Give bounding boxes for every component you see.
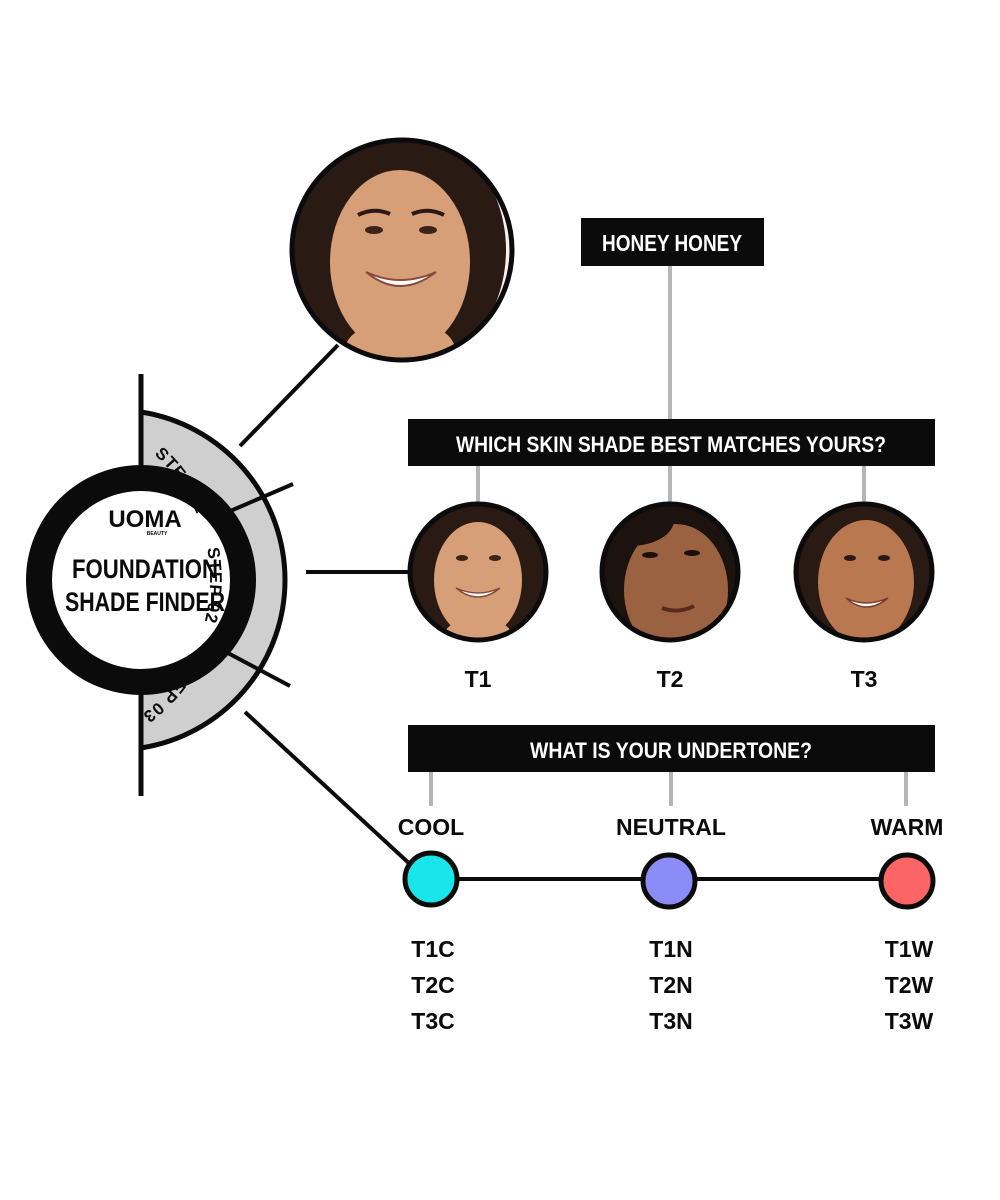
shade-option-frame xyxy=(407,501,549,643)
connector-step1 xyxy=(238,343,340,448)
shade-option-label: T2 xyxy=(657,666,684,692)
hub-title-line2: SHADE FINDER xyxy=(65,587,225,617)
hub-ring xyxy=(26,465,256,695)
shade-name: HONEY HONEY xyxy=(602,230,742,256)
undertone-warm[interactable]: WARM T1W T2W T3W xyxy=(871,814,944,1034)
step-02-textpath: STEP 02 xyxy=(201,546,224,626)
shade-option-t2[interactable]: T2 xyxy=(586,494,741,692)
undertone-code: T3C xyxy=(411,1008,454,1034)
connector-step3 xyxy=(243,710,414,868)
undertone-label: NEUTRAL xyxy=(616,814,726,840)
undertone-code: T2W xyxy=(885,972,934,998)
undertone-neutral[interactable]: NEUTRAL T1N T2N T3N xyxy=(616,814,726,1034)
shade-option-t1[interactable]: T1 xyxy=(407,494,549,692)
step-02-label: STEP 02 xyxy=(201,546,225,626)
step-divider xyxy=(227,482,294,514)
shade-name-badge: HONEY HONEY xyxy=(581,218,764,266)
undertone-code: T3W xyxy=(885,1008,934,1034)
undertone-cool[interactable]: COOL T1C T2C T3C xyxy=(398,814,464,1034)
hub: STEP 01 STEP 02 STEP 03 UOMA BEAUTY FOUN… xyxy=(26,374,294,796)
undertone-code: T2N xyxy=(649,972,692,998)
undertone-code: T1N xyxy=(649,936,692,962)
brand-logo-subtext: BEAUTY xyxy=(147,531,168,537)
undertone-label: WARM xyxy=(871,814,944,840)
step2-question-banner: WHICH SKIN SHADE BEST MATCHES YOURS? xyxy=(408,419,935,466)
portrait-frame xyxy=(289,137,515,363)
shade-option-frame xyxy=(793,501,935,643)
undertone-swatch-warm xyxy=(878,852,936,910)
step3-question: WHAT IS YOUR UNDERTONE? xyxy=(530,738,812,763)
portrait-face xyxy=(330,170,470,354)
undertone-code: T1W xyxy=(885,936,934,962)
shade-option-label: T1 xyxy=(465,666,492,692)
undertone-swatch-neutral xyxy=(640,852,698,910)
step3-question-banner: WHAT IS YOUR UNDERTONE? xyxy=(408,725,935,772)
shade-option-frame xyxy=(599,501,741,643)
brand-logo: UOMA xyxy=(108,506,181,533)
undertone-code: T2C xyxy=(411,972,454,998)
shade-option-label: T3 xyxy=(851,666,878,692)
shade-option-t3[interactable]: T3 xyxy=(793,501,935,692)
undertone-code: T1C xyxy=(411,936,454,962)
hub-title-line1: FOUNDATION xyxy=(72,554,218,584)
step-divider xyxy=(225,650,291,688)
undertone-code: T3N xyxy=(649,1008,692,1034)
undertone-swatch-cool xyxy=(402,850,460,908)
undertone-label: COOL xyxy=(398,814,464,840)
step1-portrait xyxy=(289,137,515,363)
step2-question: WHICH SKIN SHADE BEST MATCHES YOURS? xyxy=(456,432,886,457)
